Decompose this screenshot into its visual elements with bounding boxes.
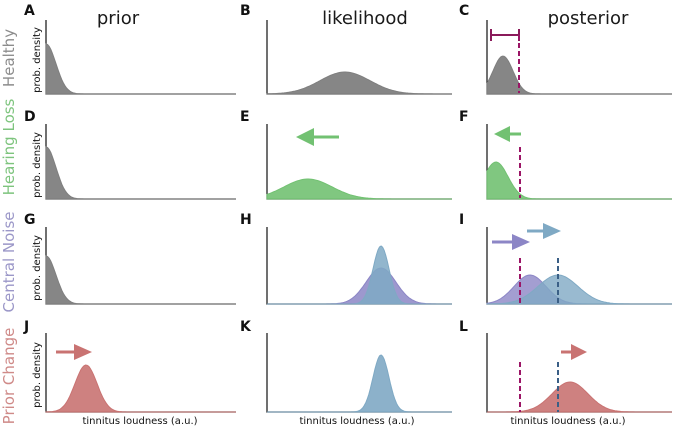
shift-arrow-right-icon [543, 223, 561, 239]
xlabel-likelihood: tinnitus loudness (a.u.) [299, 416, 414, 427]
shift-arrow-right-icon [512, 234, 530, 250]
shift-arrow-right-icon [571, 344, 587, 360]
axis-r2-c1 [45, 124, 236, 200]
panel-letter-c: C [459, 3, 469, 19]
column-title-posterior: posterior [548, 8, 629, 29]
panel-letter-l: L [459, 319, 468, 335]
panel-letter-f: F [459, 109, 469, 125]
axis-r3-c1 [45, 227, 236, 305]
row-label-prior-change: Prior Change [0, 328, 18, 425]
likelihood-density [266, 71, 452, 95]
xlabel-posterior: tinnitus loudness (a.u.) [510, 416, 625, 427]
panel-letter-j: J [23, 319, 29, 335]
column-title-likelihood: likelihood [322, 8, 408, 29]
ylabel-row1: prob. density [32, 27, 43, 93]
shift-arrow-left-icon [494, 126, 510, 142]
panel-letter-b: B [240, 3, 251, 19]
panel-letter-e: E [240, 109, 250, 125]
ylabel-row3: prob. density [32, 235, 43, 301]
shift-arrow-right-icon [74, 344, 92, 360]
density-curves [45, 43, 672, 413]
axis-r1-c1 [45, 20, 236, 95]
prior-density [45, 255, 236, 305]
posterior-density [487, 381, 672, 413]
panel-letter-d: D [24, 109, 36, 125]
column-title-prior: prior [97, 8, 140, 29]
annotations [56, 29, 587, 412]
likelihood-density [266, 178, 452, 200]
panel-letter-g: G [24, 212, 36, 228]
prior-density [45, 146, 236, 200]
ylabel-row4: prob. density [32, 342, 43, 408]
likelihood-density [267, 354, 452, 413]
panel-letter-a: A [24, 3, 35, 19]
row-label-healthy: Healthy [0, 29, 18, 87]
posterior-density [486, 161, 672, 200]
likelihood-density-broad [267, 267, 452, 305]
ylabel-row2: prob. density [32, 132, 43, 198]
posterior-density-blue [486, 274, 672, 305]
prior-density [45, 364, 236, 413]
prior-density [45, 43, 236, 95]
row-label-hearing-loss: Hearing Loss [0, 98, 18, 195]
xlabel-prior: tinnitus loudness (a.u.) [82, 416, 197, 427]
shift-arrow-left-icon [296, 128, 314, 146]
panel-letter-k: K [240, 319, 252, 335]
posterior-density [486, 55, 672, 95]
likelihood-density-narrow [267, 245, 452, 305]
row-label-central-noise: Central Noise [0, 212, 18, 313]
panel-letter-i: I [459, 212, 464, 228]
panel-letter-h: H [240, 212, 252, 228]
axis-r4-c2 [266, 333, 452, 413]
